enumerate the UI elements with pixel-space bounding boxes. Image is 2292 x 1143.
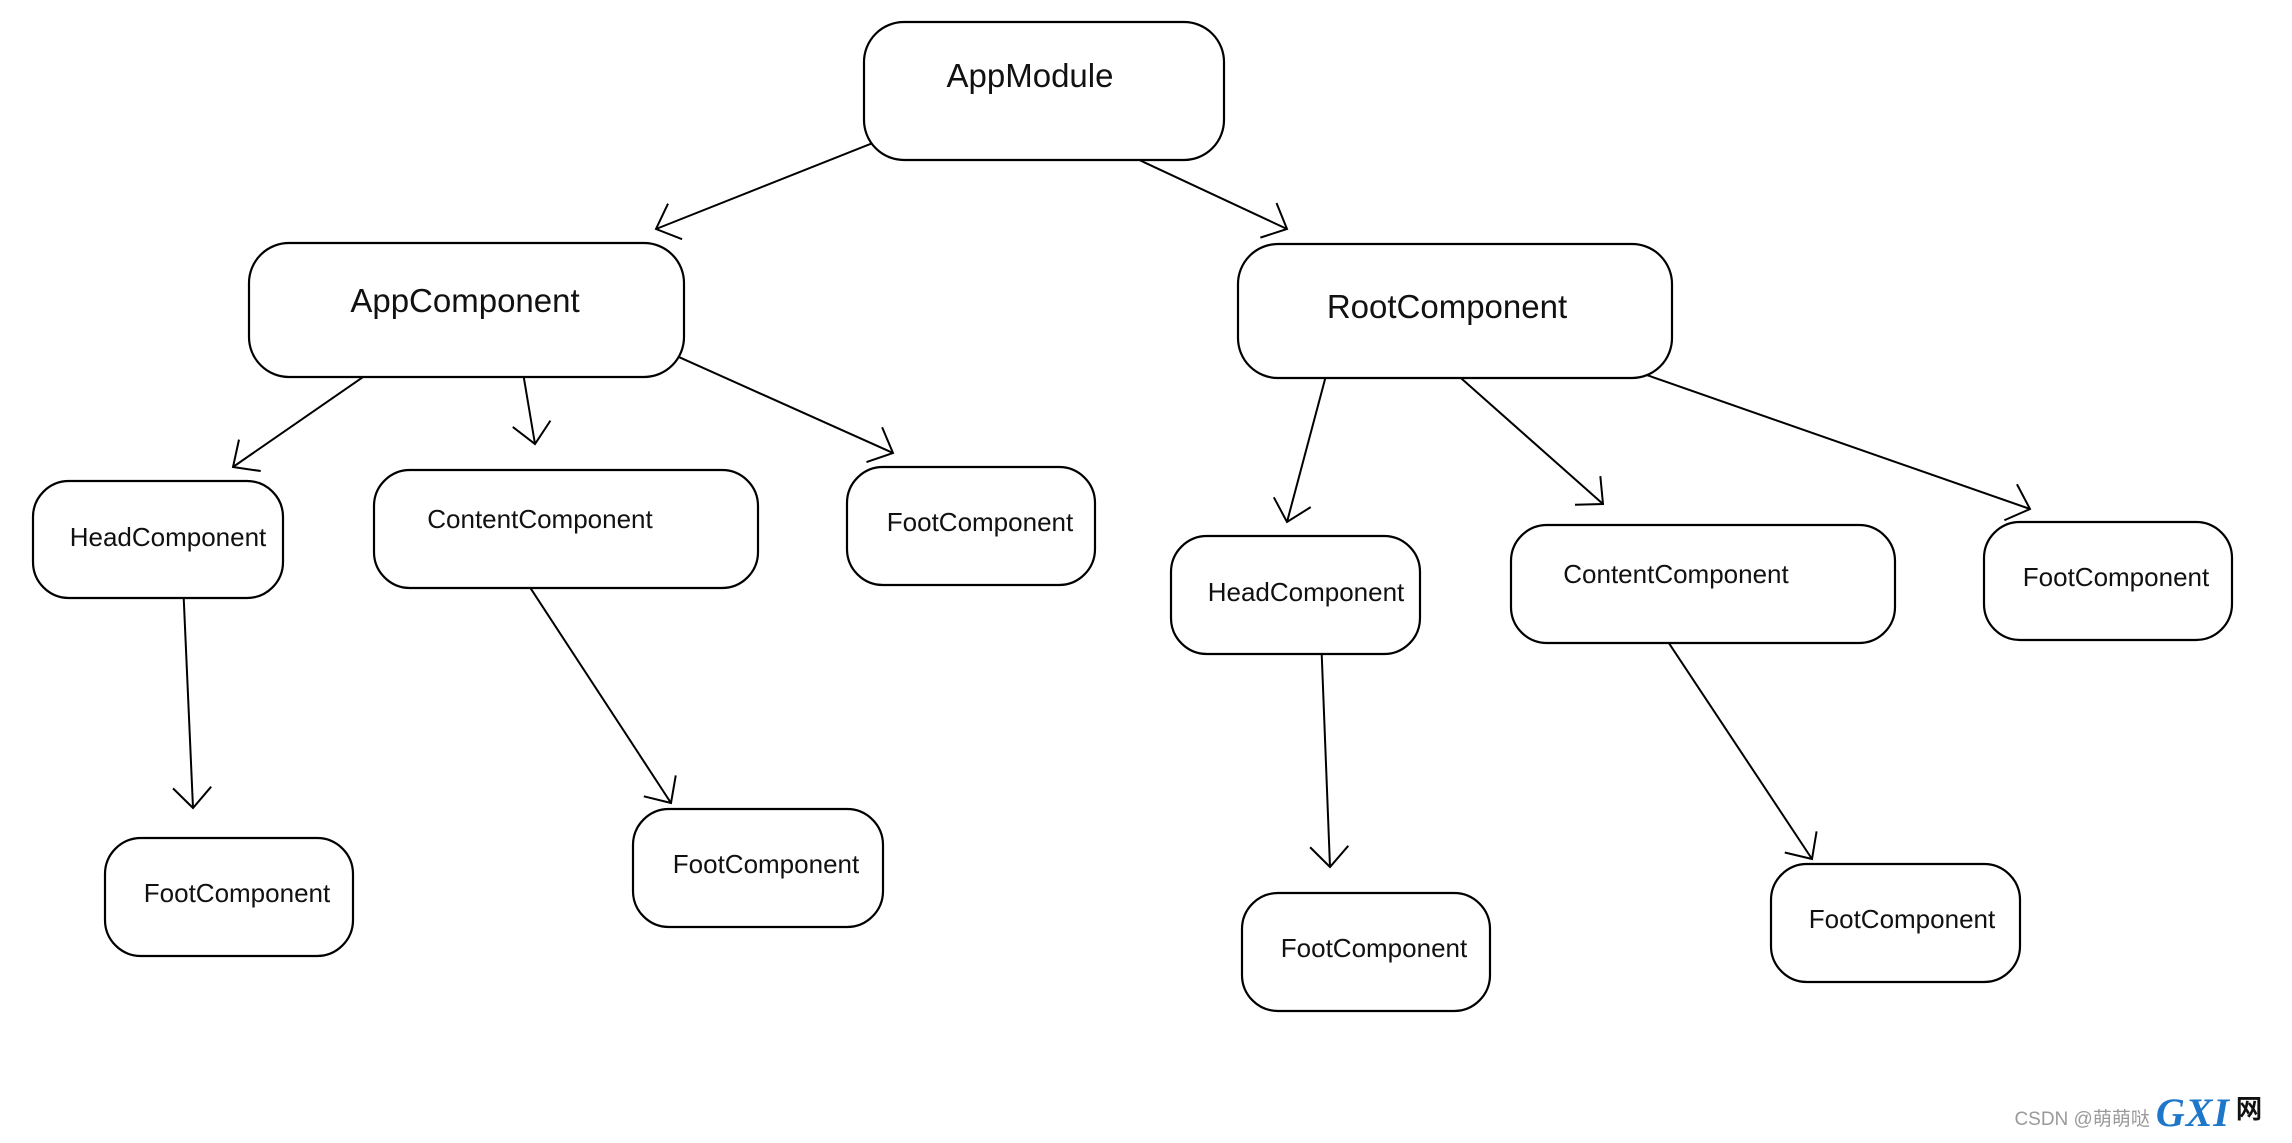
node-box (1240, 891, 1492, 1013)
node-label: FootComponent (673, 849, 860, 879)
node-root-head: HeadComponent (1169, 534, 1422, 656)
node-root-content-foot: FootComponent (1769, 862, 2022, 984)
node-app-head-foot: FootComponent (103, 836, 355, 958)
node-app-module: AppModule (862, 20, 1226, 162)
node-box (862, 20, 1226, 162)
edge-app-head-to-app-head-foot (172, 581, 212, 810)
node-box (1509, 523, 1897, 645)
node-label: AppComponent (350, 282, 579, 319)
edge-line (1577, 350, 2031, 510)
node-label: HeadComponent (70, 522, 267, 552)
arrow-head-icon (643, 775, 677, 805)
node-app-foot: FootComponent (845, 465, 1097, 587)
arrow-head-icon (2003, 483, 2032, 522)
watermark: CSDN @萌萌哒 GXI 网 (2014, 1093, 2262, 1133)
node-app-content-foot: FootComponent (631, 807, 885, 929)
arrow-head-icon (1260, 202, 1289, 239)
node-box (631, 807, 885, 929)
node-box (1982, 520, 2234, 642)
node-box (103, 836, 355, 958)
node-box (1236, 242, 1674, 380)
arrow-head-icon (1272, 496, 1312, 524)
node-box (31, 479, 285, 600)
node-label: HeadComponent (1208, 577, 1405, 607)
node-label: FootComponent (1809, 904, 1996, 934)
node-root-foot: FootComponent (1982, 520, 2234, 642)
node-box (247, 241, 686, 379)
node-root-content: ContentComponent (1509, 523, 1897, 645)
node-app-head: HeadComponent (31, 479, 285, 600)
node-label: FootComponent (1281, 933, 1468, 963)
arrow-head-icon (1309, 845, 1350, 869)
node-label: FootComponent (144, 878, 331, 908)
arrow-head-icon (231, 439, 261, 473)
node-label: ContentComponent (427, 504, 653, 534)
node-box (1769, 862, 2022, 984)
node-app-component: AppComponent (247, 241, 686, 379)
node-label: AppModule (947, 57, 1114, 94)
edge-line (182, 581, 194, 809)
edge-root-component-to-root-foot (1577, 350, 2032, 522)
watermark-logo: GXI (2155, 1090, 2230, 1135)
watermark-logo-cn: 网 (2235, 1095, 2262, 1125)
node-root-head-foot: FootComponent (1240, 891, 1492, 1013)
edge-root-head-to-root-head-foot (1309, 635, 1350, 869)
node-box (372, 468, 760, 590)
node-label: ContentComponent (1563, 559, 1789, 589)
edge-line (1320, 635, 1331, 868)
node-label: FootComponent (887, 507, 1074, 537)
arrow-head-icon (654, 203, 683, 241)
node-label: FootComponent (2023, 562, 2210, 592)
watermark-text: CSDN @萌萌哒 (2014, 1109, 2150, 1130)
arrow-head-icon (1784, 831, 1818, 861)
node-label: RootComponent (1327, 288, 1567, 325)
arrow-head-icon (866, 426, 895, 463)
arrow-head-icon (512, 420, 552, 446)
node-box (845, 465, 1097, 587)
node-box (1169, 534, 1422, 656)
arrow-head-icon (1574, 476, 1605, 506)
node-root-component: RootComponent (1236, 242, 1674, 380)
edges (172, 100, 2032, 869)
arrow-head-icon (172, 786, 212, 810)
node-app-content: ContentComponent (372, 468, 760, 590)
